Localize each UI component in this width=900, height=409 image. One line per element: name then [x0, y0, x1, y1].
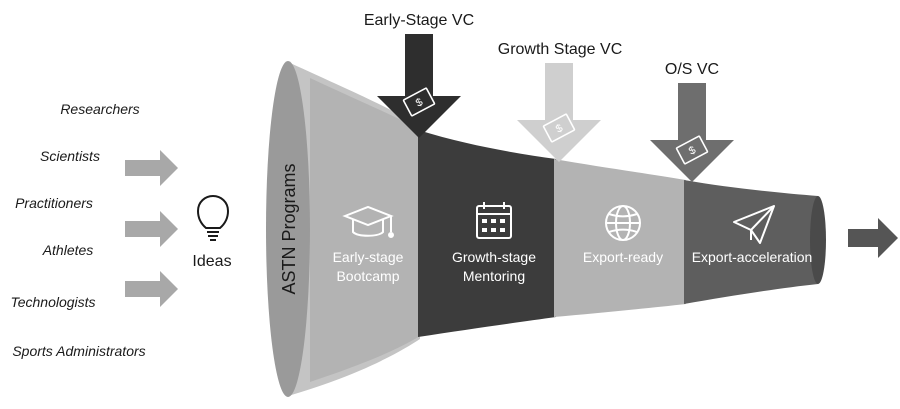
source-label: Sports Administrators — [12, 343, 145, 359]
svg-text:$: $ — [414, 96, 425, 109]
stage-segment-export-acceleration — [684, 180, 818, 304]
vc-arrow-growth: Growth Stage VC $ — [498, 41, 623, 162]
vc-label: O/S VC — [665, 61, 719, 78]
graduation-cap-icon — [342, 205, 394, 238]
source-label: Practitioners — [15, 195, 93, 211]
exit-arrow-icon — [848, 218, 898, 258]
vc-arrow-os: O/S VC $ — [650, 61, 734, 182]
money-icon: $ — [542, 113, 576, 143]
stage-label: Early-stage — [333, 249, 404, 265]
right-arrow-icon — [125, 211, 178, 247]
funnel-mouth — [266, 61, 310, 397]
stage-label: Growth-stage — [452, 249, 536, 265]
money-icon: $ — [675, 135, 709, 165]
funnel-exit — [810, 196, 826, 284]
stage-label: Export-acceleration — [692, 249, 813, 265]
vc-label: Early-Stage VC — [364, 12, 474, 29]
vc-label: Growth Stage VC — [498, 41, 623, 58]
calendar-icon — [476, 202, 512, 239]
stage-label: Mentoring — [463, 268, 525, 284]
right-arrow-icon — [125, 271, 178, 307]
stage-label: Export-ready — [583, 249, 663, 265]
stage-label: Bootcamp — [336, 268, 399, 284]
source-list: Researchers Scientists Practitioners Ath… — [10, 101, 145, 359]
ideas-label: Ideas — [192, 253, 231, 270]
stage-segment-early — [310, 78, 420, 382]
svg-text:$: $ — [687, 144, 698, 157]
source-label: Technologists — [10, 294, 95, 310]
right-arrow-icon — [125, 150, 178, 186]
money-icon: $ — [402, 87, 436, 117]
input-arrows — [125, 150, 178, 307]
source-label: Athletes — [42, 242, 94, 258]
vc-arrow-early: Early-Stage VC $ — [364, 12, 474, 138]
paper-plane-icon — [733, 205, 775, 244]
svg-text:$: $ — [554, 122, 565, 135]
stage-segment-growth — [418, 130, 556, 337]
source-label: Scientists — [40, 148, 100, 164]
source-label: Researchers — [60, 101, 139, 117]
program-label: ASTN Programs — [279, 163, 299, 294]
lightbulb-icon — [196, 194, 230, 241]
globe-icon — [605, 205, 641, 241]
